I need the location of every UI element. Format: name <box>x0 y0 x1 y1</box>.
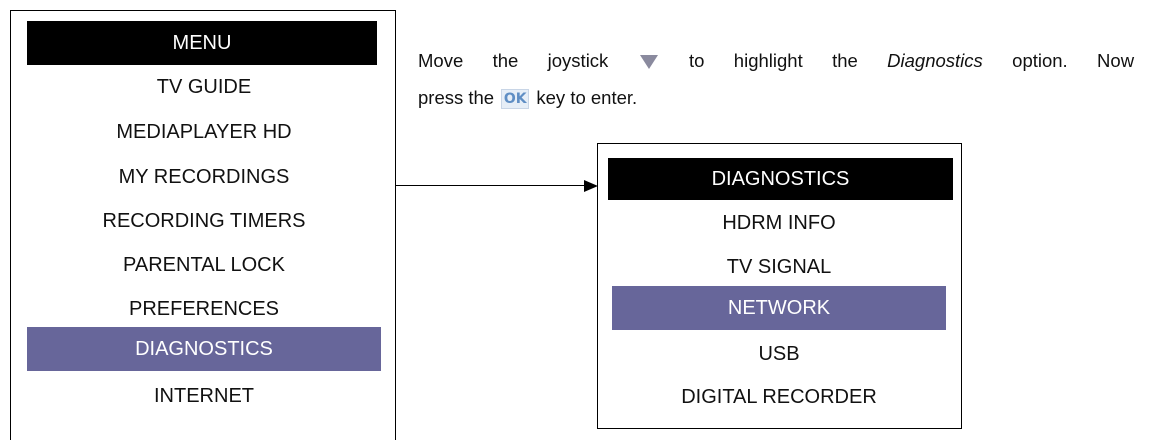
menu-item-tv-guide[interactable]: TV GUIDE <box>156 75 252 98</box>
diagnostics-menu-panel: DIAGNOSTICS HDRM INFO TV SIGNAL NETWORK … <box>597 143 962 429</box>
menu-item-internet[interactable]: INTERNET <box>154 384 254 407</box>
instruction-part-5: key to enter. <box>536 87 638 108</box>
joystick-down-arrow-icon <box>639 55 658 70</box>
menu-item-preferences[interactable]: PREFERENCES <box>128 297 280 320</box>
instruction-text: Move the joystick to highlight the Diagn… <box>418 42 1134 116</box>
diag-item-network[interactable]: NETWORK <box>612 286 946 330</box>
instruction-emphasis: Diagnostics <box>887 50 983 71</box>
diagnostics-title: DIAGNOSTICS <box>608 158 953 200</box>
main-menu-panel: MENU TV GUIDE MEDIAPLAYER HD MY RECORDIN… <box>10 10 396 440</box>
diag-item-usb[interactable]: USB <box>758 342 800 365</box>
instruction-part-3: option. Now <box>1012 50 1135 71</box>
menu-item-parental-lock[interactable]: PARENTAL LOCK <box>123 253 285 276</box>
instruction-line-2: press the OK key to enter. <box>418 79 1134 116</box>
instruction-part-4: press the <box>418 87 495 108</box>
ok-key-icon: OK <box>501 89 530 110</box>
connector-arrowhead <box>584 180 598 192</box>
menu-item-mediaplayer-hd[interactable]: MEDIAPLAYER HD <box>116 120 292 143</box>
instruction-line-1: Move the joystick to highlight the Diagn… <box>418 42 1134 79</box>
instruction-part-1: Move the joystick <box>418 50 609 71</box>
menu-item-my-recordings[interactable]: MY RECORDINGS <box>118 165 290 188</box>
menu-title: MENU <box>27 21 377 65</box>
connector-arrow-line <box>396 185 586 186</box>
instruction-part-2: to highlight the <box>689 50 858 71</box>
menu-item-recording-timers[interactable]: RECORDING TIMERS <box>102 209 306 232</box>
menu-item-diagnostics[interactable]: DIAGNOSTICS <box>27 327 381 371</box>
diag-item-digital-recorder[interactable]: DIGITAL RECORDER <box>681 385 877 408</box>
diag-item-hdrm-info[interactable]: HDRM INFO <box>722 211 836 234</box>
diag-item-tv-signal[interactable]: TV SIGNAL <box>726 255 832 278</box>
